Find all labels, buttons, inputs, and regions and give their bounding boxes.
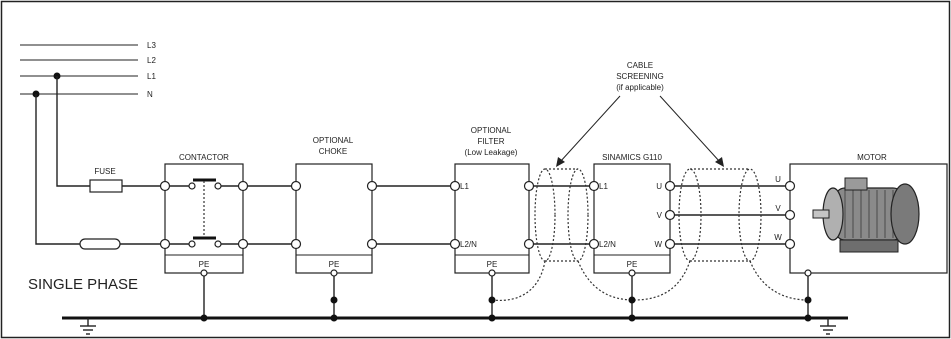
screening-arrow-right [659, 95, 721, 163]
cable-screening-callout: CABLE SCREENING (if applicable) [556, 61, 724, 167]
fuse-n [79, 238, 121, 250]
motor-label: MOTOR [857, 153, 887, 162]
earth-bus [62, 269, 848, 322]
motor-phase-u: U [775, 175, 781, 184]
contactor-label: CONTACTOR [179, 153, 229, 162]
supply-lines: L3 L2 L1 N [20, 41, 156, 245]
screening-label-3: (if applicable) [616, 83, 664, 92]
inverter-terminal-v: V [657, 211, 663, 220]
inverter-terminal-w: W [654, 240, 662, 249]
inverter-terminal-l1: L1 [599, 182, 608, 191]
inverter-terminal-u: U [656, 182, 662, 191]
motor-phase-v: V [775, 204, 781, 213]
motor-icon [812, 177, 920, 253]
screening-arrow-left [559, 95, 621, 163]
terminals [159, 180, 796, 250]
filter-box [454, 163, 530, 274]
single-phase-label: SINGLE PHASE [28, 276, 138, 293]
n-drop-wire [35, 94, 80, 245]
fuse-label: FUSE [94, 167, 115, 176]
input-cable-screen [491, 168, 635, 302]
filter-label-3: (Low Leakage) [465, 148, 518, 157]
inverter-pe-label: PE [627, 260, 638, 269]
fuse-group: FUSE [79, 167, 165, 250]
screening-label-2: SCREENING [616, 72, 664, 81]
ground-icon-right [820, 318, 836, 335]
line-l2-label: L2 [147, 56, 156, 65]
choke-pe-label: PE [329, 260, 340, 269]
contactor-pe-label: PE [199, 260, 210, 269]
inverter-label: SINAMICS G110 [602, 153, 662, 162]
filter-terminal-l1: L1 [460, 182, 469, 191]
motor-phase-w: W [774, 233, 782, 242]
sinamics-g110: SINAMICS G110 L1 L2/N U V W PE [593, 153, 671, 274]
choke-label-1: OPTIONAL [313, 136, 354, 145]
line-l3-label: L3 [147, 41, 156, 50]
choke-label-2: CHOKE [319, 147, 347, 156]
filter-terminal-l2n: L2/N [460, 240, 477, 249]
line-n-label: N [147, 90, 153, 99]
optional-filter: OPTIONAL FILTER (Low Leakage) L1 L2/N PE [372, 126, 530, 274]
inverter-terminal-l2n: L2/N [599, 240, 616, 249]
output-cable-screen [633, 168, 809, 301]
filter-pe-label: PE [487, 260, 498, 269]
fuse-l1 [89, 179, 123, 193]
ground-icon-left [80, 318, 96, 335]
line-l1-label: L1 [147, 72, 156, 81]
contactor: CONTACTOR PE [164, 153, 244, 274]
l1-drop-wire [56, 76, 90, 187]
filter-label-2: FILTER [478, 137, 505, 146]
optional-choke: OPTIONAL CHOKE PE [243, 136, 373, 274]
screening-label-1: CABLE [627, 61, 653, 70]
choke-box [295, 163, 373, 274]
motor: MOTOR U V W [774, 153, 948, 274]
filter-label-1: OPTIONAL [471, 126, 512, 135]
